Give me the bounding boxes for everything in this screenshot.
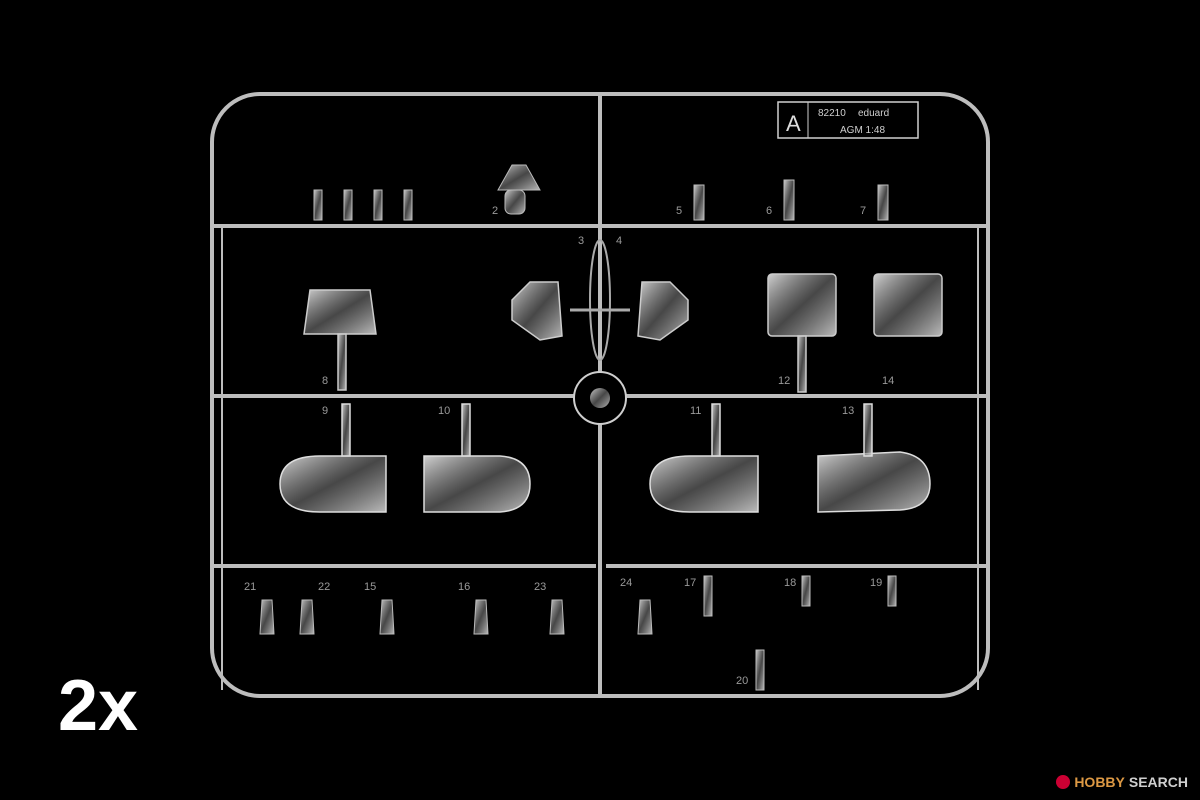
watermark-word-2: SEARCH bbox=[1128, 774, 1188, 790]
part-number: 19 bbox=[870, 577, 882, 589]
kit-number: 82210 bbox=[818, 108, 846, 119]
part-number: 8 bbox=[322, 375, 328, 387]
canopy-parts bbox=[279, 403, 931, 513]
part-number: 5 bbox=[676, 205, 682, 217]
part-number: 16 bbox=[458, 581, 470, 593]
part-number: 14 bbox=[882, 375, 894, 387]
part-number: 17 bbox=[684, 577, 696, 589]
part-number: 18 bbox=[784, 577, 796, 589]
sprue-frame bbox=[210, 92, 990, 698]
sprue-letter: A bbox=[786, 111, 801, 136]
top-row-parts bbox=[313, 164, 889, 221]
part-number: 7 bbox=[860, 205, 866, 217]
part-number: 11 bbox=[690, 405, 701, 417]
watermark-logo-icon bbox=[1056, 775, 1071, 789]
sprue-hub bbox=[570, 239, 630, 425]
part-number: 20 bbox=[736, 675, 748, 687]
scale-text: AGM 1:48 bbox=[840, 125, 885, 136]
part-number: 10 bbox=[438, 405, 450, 417]
brand-name: eduard bbox=[858, 108, 889, 119]
part-number: 15 bbox=[364, 581, 376, 593]
part-number: 2 bbox=[492, 205, 498, 217]
part-number: 24 bbox=[620, 577, 632, 589]
bottom-row-parts bbox=[259, 575, 897, 691]
part-number: 23 bbox=[534, 581, 546, 593]
part-number: 13 bbox=[842, 405, 854, 417]
part-number: 12 bbox=[778, 375, 790, 387]
part-number: 4 bbox=[616, 235, 622, 247]
middle-row-parts bbox=[303, 273, 943, 393]
quantity-label: 2x bbox=[58, 666, 139, 746]
watermark-word-1: HOBBY bbox=[1074, 774, 1125, 790]
part-number: 6 bbox=[766, 205, 772, 217]
part-number: 22 bbox=[318, 581, 330, 593]
watermark: HOBBY SEARCH bbox=[1056, 774, 1188, 790]
sprue-label: A 82210 eduard AGM 1:48 bbox=[777, 101, 919, 139]
part-number: 3 bbox=[578, 235, 584, 247]
part-number: 9 bbox=[322, 405, 328, 417]
part-number: 21 bbox=[244, 581, 256, 593]
part-number-labels: 2 3 4 5 6 7 8 9 10 11 12 13 14 15 16 17 … bbox=[244, 205, 894, 687]
